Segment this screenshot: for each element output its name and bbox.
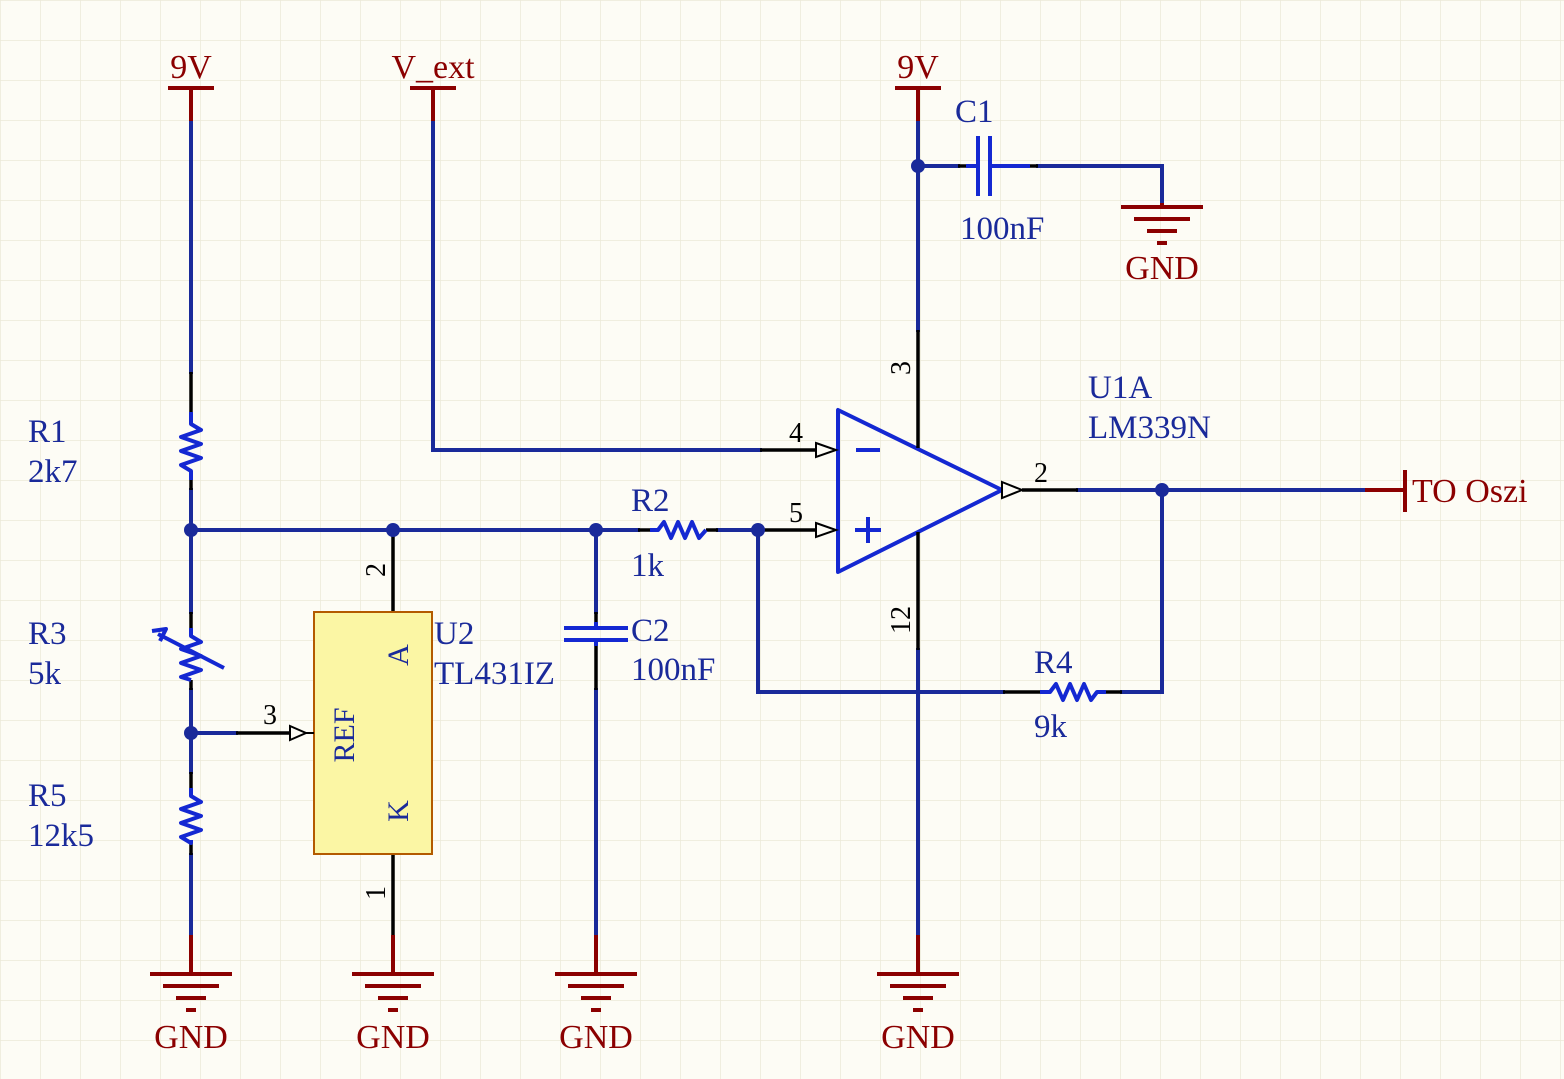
potentiometer-r3[interactable] xyxy=(151,627,225,682)
net-label-gnd-u1: GND xyxy=(881,1019,955,1056)
power-9v-left xyxy=(168,86,214,121)
u1-pin-number-out: 2 xyxy=(1034,458,1048,489)
c1-designator: C1 xyxy=(955,94,994,130)
capacitor-c2[interactable] xyxy=(564,622,628,646)
gnd-symbol-c2 xyxy=(555,935,637,1012)
u2-pin-name-k: K xyxy=(382,800,415,822)
r4-designator: R4 xyxy=(1034,645,1073,681)
r2-value: 1k xyxy=(631,548,665,584)
r3-designator: R3 xyxy=(28,616,67,652)
u2-pin-number-a: 2 xyxy=(361,563,392,577)
net-label-gnd-r5: GND xyxy=(154,1019,228,1056)
port-to-oszi xyxy=(1365,470,1407,512)
r2-designator: R2 xyxy=(631,483,670,519)
u2-pin-name-a: A xyxy=(382,644,415,666)
u2-part: TL431IZ xyxy=(434,656,555,692)
c2-designator: C2 xyxy=(631,613,670,649)
c2-value: 100nF xyxy=(631,652,715,688)
resistor-r1[interactable] xyxy=(179,412,203,480)
u2-pin-name-ref: REF xyxy=(328,707,361,762)
gnd-symbol-r5 xyxy=(150,935,232,1012)
resistor-r5[interactable] xyxy=(179,788,203,845)
r1-value: 2k7 xyxy=(28,454,78,490)
resistor-r4[interactable] xyxy=(1040,682,1106,702)
u1-pin-number-gnd: 12 xyxy=(886,606,917,634)
gnd-symbol-u1 xyxy=(877,935,959,1012)
comparator-u1a[interactable] xyxy=(815,408,1025,574)
gnd-symbol-c1 xyxy=(1121,203,1203,245)
capacitor-c1[interactable] xyxy=(966,136,1030,196)
port-label-to-oszi: TO Oszi xyxy=(1412,473,1528,510)
net-label-9v-right: 9V xyxy=(897,49,939,86)
resistor-r2[interactable] xyxy=(650,520,708,540)
net-label-gnd-u2: GND xyxy=(356,1019,430,1056)
c1-value: 100nF xyxy=(960,211,1044,247)
r3-value: 5k xyxy=(28,656,62,692)
power-vext xyxy=(410,86,456,121)
net-label-gnd-c1: GND xyxy=(1125,250,1199,287)
r5-value: 12k5 xyxy=(28,818,94,854)
pin-stubs xyxy=(189,164,1122,935)
net-label-gnd-c2: GND xyxy=(559,1019,633,1056)
wires xyxy=(189,119,1367,937)
net-label-9v-left: 9V xyxy=(170,49,212,86)
r4-value: 9k xyxy=(1034,709,1068,745)
junctions xyxy=(184,159,1169,740)
r5-designator: R5 xyxy=(28,778,67,814)
u1-pin-number-inv: 4 xyxy=(789,418,803,449)
net-label-vext: V_ext xyxy=(391,49,475,86)
u2-pin-number-k: 1 xyxy=(361,886,392,900)
gnd-symbol-u2 xyxy=(352,935,434,1012)
r1-designator: R1 xyxy=(28,414,67,450)
u1-pin-number-noninv: 5 xyxy=(789,498,803,529)
u1-part: LM339N xyxy=(1088,410,1211,446)
power-9v-right xyxy=(895,86,941,121)
u1-designator: U1A xyxy=(1088,370,1152,406)
u2-designator: U2 xyxy=(434,616,474,652)
ic-u2-tl431[interactable] xyxy=(289,611,433,855)
u1-pin-number-vcc: 3 xyxy=(886,361,917,375)
u2-pin-number-ref: 3 xyxy=(263,700,277,731)
